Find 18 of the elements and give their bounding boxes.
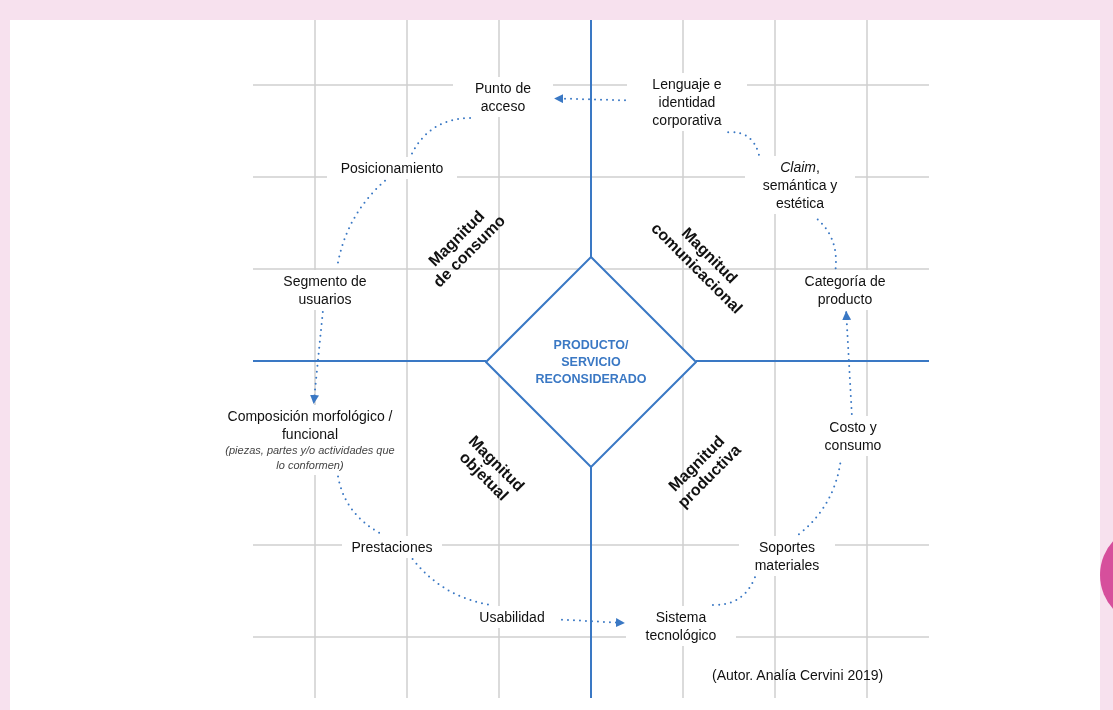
node-label: Claim, semántica y estética	[745, 156, 855, 214]
dotted-arrow	[842, 311, 853, 415]
node-label: Soportes materiales	[739, 536, 835, 576]
dotted-arrow	[310, 311, 324, 404]
node-label: Lenguaje e identidad corporativa	[627, 73, 747, 131]
node-label: Punto de acceso	[453, 77, 553, 117]
dotted-connector	[409, 117, 472, 157]
node-label: Posicionamiento	[327, 157, 457, 179]
dotted-arrow	[554, 94, 626, 104]
node-note: (piezas, partes y/o actividades que lo conformen)	[224, 443, 396, 473]
dotted-connector	[727, 131, 760, 156]
node-label: Sistema tecnológico	[626, 606, 736, 646]
dotted-connector	[711, 576, 757, 606]
node-label: Prestaciones	[342, 536, 442, 558]
dotted-arrow	[561, 618, 625, 628]
caption: (Autor. Analía Cervini 2019)	[712, 667, 884, 683]
center-label: PRODUCTO/ SERVICIO RECONSIDERADO	[534, 336, 648, 388]
node-label: Composición morfológico / funcional	[226, 407, 394, 443]
